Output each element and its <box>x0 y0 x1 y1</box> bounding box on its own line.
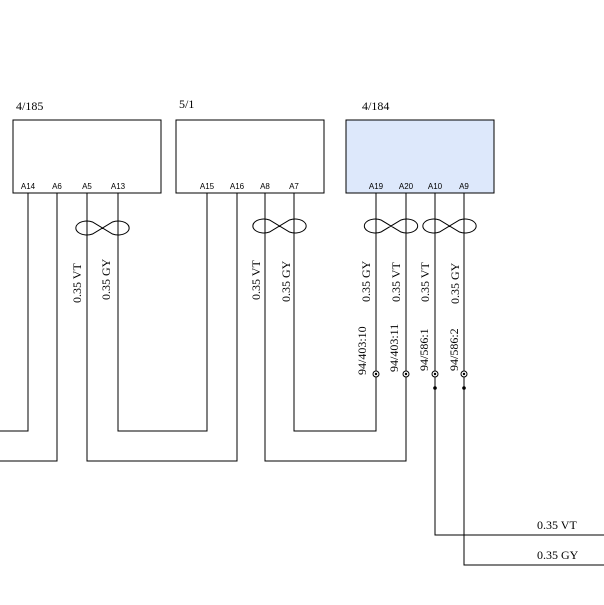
pin-label: A9 <box>459 182 469 191</box>
wire-label-a19: 0.35 GY <box>359 260 373 302</box>
wire-a9 <box>463 193 604 566</box>
twisted-pair-icon <box>363 218 419 234</box>
pin-label: A5 <box>82 182 92 191</box>
wire-a13 <box>117 193 208 432</box>
output-label-gy: 0.35 GY <box>537 548 579 562</box>
twisted-pair-icon <box>252 218 307 234</box>
pin-label: A16 <box>230 182 245 191</box>
connector-label-a19: 94/403:10 <box>355 326 369 375</box>
output-label-vt: 0.35 VT <box>537 518 577 532</box>
wire-label-a13: 0.35 GY <box>99 258 113 300</box>
wire-label-a9: 0.35 GY <box>448 262 462 304</box>
connector-terminal-icon <box>402 370 410 378</box>
pin-label: A10 <box>428 182 443 191</box>
wire-label-a8: 0.35 VT <box>249 260 263 300</box>
pin-label: A20 <box>399 182 414 191</box>
splice-dot <box>433 386 437 390</box>
wire-a8 <box>264 193 407 462</box>
pin-label: A19 <box>369 182 384 191</box>
wire-a14 <box>0 193 29 432</box>
wire-label-a7: 0.35 GY <box>279 260 293 302</box>
pin-label: A7 <box>289 182 299 191</box>
pin-label: A6 <box>52 182 62 191</box>
wire-a7 <box>293 193 377 432</box>
wire-label-a5: 0.35 VT <box>70 263 84 303</box>
twisted-pair-icon <box>422 218 477 234</box>
component-id: 5/1 <box>179 97 194 111</box>
connector-label-a10: 94/586:1 <box>417 328 431 371</box>
component-box-highlighted <box>345 119 495 194</box>
wire-a10 <box>434 193 604 536</box>
wire-a5 <box>86 193 238 462</box>
component-box <box>175 119 325 194</box>
pin-label: A14 <box>21 182 36 191</box>
component-5-1[interactable]: 5/1 A15 A16 A8 A7 <box>175 97 325 194</box>
component-id: 4/184 <box>362 99 389 113</box>
wire-label-a20: 0.35 VT <box>389 262 403 302</box>
component-4-184[interactable]: 4/184 A19 A20 A10 A9 <box>345 99 495 194</box>
component-id: 4/185 <box>16 99 43 113</box>
connector-label-a9: 94/586:2 <box>447 328 461 371</box>
connector-terminal-icon <box>431 370 439 378</box>
pin-label: A8 <box>260 182 270 191</box>
pin-label: A15 <box>200 182 215 191</box>
component-box <box>12 119 162 194</box>
connector-terminal-icon <box>372 370 380 378</box>
splice-dot <box>462 386 466 390</box>
twisted-pair-icon <box>75 220 130 236</box>
connector-label-a20: 94/403:11 <box>387 324 401 372</box>
wire-a6 <box>0 193 58 462</box>
connector-terminal-icon <box>460 370 468 378</box>
pin-label: A13 <box>111 182 126 191</box>
wire-label-a10: 0.35 VT <box>418 262 432 302</box>
component-4-185[interactable]: 4/185 A14 A6 A5 A13 <box>12 99 162 194</box>
